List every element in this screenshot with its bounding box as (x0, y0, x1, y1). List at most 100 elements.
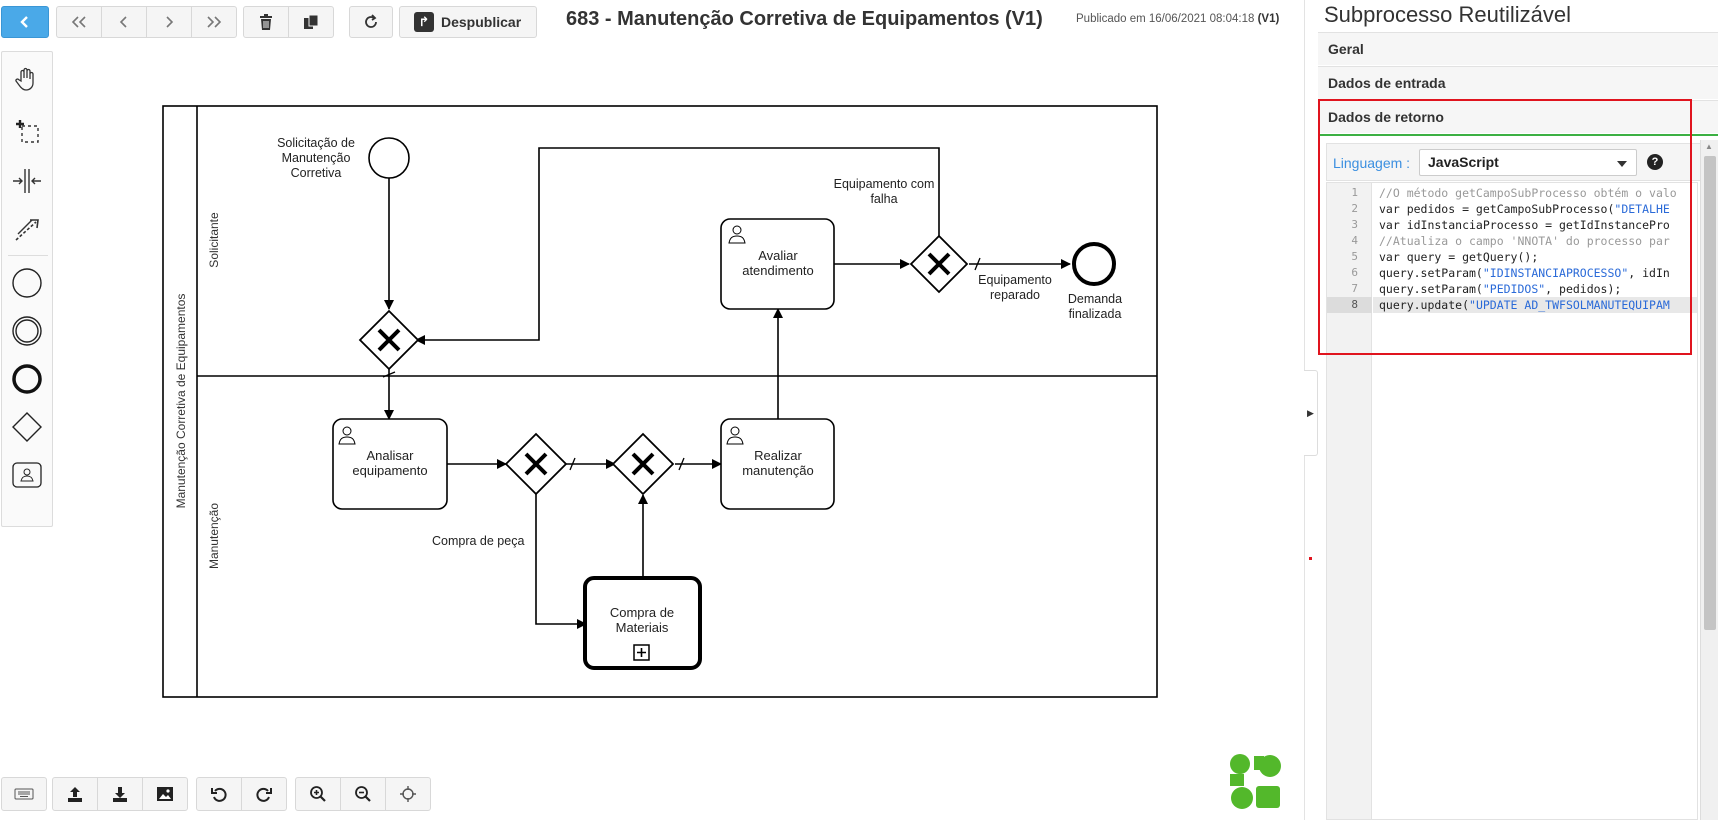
tool-palette (1, 51, 53, 527)
start-event[interactable] (368, 137, 410, 179)
exclusive-gateway-compra[interactable] (504, 432, 568, 496)
exclusive-gateway-merge[interactable] (358, 309, 420, 371)
fit-view-button[interactable] (385, 777, 431, 811)
chevron-left-icon (20, 16, 28, 28)
help-icon[interactable]: ? (1647, 154, 1663, 170)
start-event-tool[interactable] (2, 260, 52, 306)
connect-arrow-icon (15, 219, 39, 241)
line-number: 2 (1351, 202, 1358, 215)
start-event-icon (12, 268, 42, 298)
chevron-right-icon (166, 16, 174, 28)
scrollbar-thumb[interactable] (1704, 156, 1716, 630)
exclusive-gateway-join[interactable] (611, 432, 675, 496)
next-version-button[interactable] (146, 6, 192, 38)
section-geral-label: Geral (1328, 41, 1364, 57)
code-editor[interactable]: 1 2 3 4 5 6 7 8 //O método getCampoSubPr… (1326, 182, 1698, 820)
scroll-up-icon[interactable]: ▲ (1705, 142, 1713, 151)
lasso-tool[interactable] (2, 108, 52, 154)
published-text: Publicado em 16/06/2021 08:04:18 (1076, 13, 1255, 25)
bpmn-diagram[interactable] (0, 0, 1300, 770)
zoom-in-icon (310, 786, 326, 802)
flow-label-equip-reparado: Equipamento reparado (978, 273, 1052, 302)
connect-tool[interactable] (2, 206, 52, 252)
unpublish-button[interactable]: ↱ Despublicar (399, 6, 537, 38)
gateway-tool[interactable] (2, 404, 52, 450)
import-button[interactable] (52, 777, 98, 811)
code-line: query.setParam("IDINSTANCIAPROCESSO", id… (1379, 266, 1670, 280)
section-dados-retorno[interactable]: Dados de retorno (1318, 100, 1718, 133)
delete-button[interactable] (243, 6, 289, 38)
lane-label-solicitante: Solicitante (207, 212, 221, 268)
back-button[interactable] (1, 6, 49, 38)
exclusive-gateway-avaliacao[interactable] (909, 234, 969, 294)
code-line: query.update("UPDATE AD_TWFSOLMANUTEQUIP… (1379, 298, 1670, 312)
line-number: 3 (1351, 218, 1358, 231)
task-avaliar[interactable] (720, 218, 835, 310)
refresh-icon (365, 14, 377, 28)
redo-icon (256, 787, 272, 802)
language-select[interactable]: JavaScript (1419, 149, 1637, 176)
redo-button[interactable] (241, 777, 287, 811)
palette-separator (8, 255, 48, 256)
section-dados-entrada[interactable]: Dados de entrada (1318, 66, 1718, 99)
section-dados-entrada-label: Dados de entrada (1328, 75, 1446, 91)
flow-label-equip-falha: Equipamento com falha (833, 177, 935, 206)
editor-scrollbar[interactable]: ▲ (1700, 140, 1718, 820)
page-title: 683 - Manutenção Corretiva de Equipament… (566, 8, 1043, 30)
sequence-flows (384, 147, 1071, 629)
line-number: 7 (1351, 282, 1358, 295)
task-realizar[interactable] (720, 418, 835, 510)
line-number: 1 (1351, 186, 1358, 199)
pool-label: Manutenção Corretiva de Equipamentos (174, 293, 188, 509)
flow-failure-loop[interactable] (415, 147, 940, 345)
line-number: 4 (1351, 234, 1358, 247)
line-number-active: 8 (1327, 297, 1372, 313)
language-value: JavaScript (1428, 154, 1499, 170)
code-line: var idInstanciaProcesso = getIdInstanceP… (1379, 218, 1670, 232)
code-line: //O método getCampoSubProcesso obtém o v… (1379, 186, 1677, 200)
image-icon (157, 787, 173, 801)
zoom-out-icon (355, 786, 371, 802)
collapse-panel-handle[interactable]: ▶ (1304, 370, 1318, 456)
zoom-out-button[interactable] (340, 777, 386, 811)
section-geral[interactable]: Geral (1318, 32, 1718, 65)
panel-title: Subprocesso Reutilizável (1324, 2, 1572, 27)
hand-tool[interactable] (2, 56, 52, 102)
chevron-left-icon (119, 16, 127, 28)
copy-button[interactable] (288, 6, 334, 38)
double-chevron-left-icon (71, 16, 86, 28)
last-version-button[interactable] (191, 6, 237, 38)
space-tool-icon (13, 169, 41, 193)
space-tool[interactable] (2, 158, 52, 204)
export-image-button[interactable] (142, 777, 188, 811)
previous-version-button[interactable] (101, 6, 147, 38)
task-label-analisar: Analisar equipamento (352, 448, 428, 478)
subprocess-label-compra: Compra de Materiais (609, 605, 675, 635)
line-number: 5 (1351, 250, 1358, 263)
code-line: var query = getQuery(); (1379, 250, 1539, 264)
first-version-button[interactable] (56, 6, 102, 38)
intermediate-event-icon (12, 316, 42, 346)
lane-label-manutencao: Manutenção (207, 502, 221, 570)
language-label: Linguagem : (1333, 155, 1411, 171)
caret-right-icon: ▶ (1307, 407, 1314, 418)
flow-label-compra-peca: Compra de peça (432, 534, 525, 548)
app-logo (1230, 754, 1281, 809)
zoom-in-button[interactable] (295, 777, 341, 811)
export-button[interactable] (97, 777, 143, 811)
task-analisar[interactable] (332, 418, 448, 510)
task-label-realizar: Realizar manutenção (742, 448, 814, 478)
undo-button[interactable] (196, 777, 242, 811)
lasso-select-icon (16, 120, 39, 143)
end-event-tool[interactable] (2, 356, 52, 402)
subprocess-compra[interactable] (583, 576, 702, 670)
keyboard-shortcuts-button[interactable] (1, 777, 47, 811)
flow-compra-peca[interactable] (535, 494, 587, 629)
published-version: (V1) (1257, 13, 1280, 25)
task-tool[interactable] (2, 452, 52, 498)
refresh-button[interactable] (349, 6, 393, 38)
user-task-icon (728, 225, 746, 244)
end-event[interactable] (1072, 242, 1116, 286)
intermediate-event-tool[interactable] (2, 308, 52, 354)
language-row: Linguagem : JavaScript ? (1326, 143, 1718, 181)
